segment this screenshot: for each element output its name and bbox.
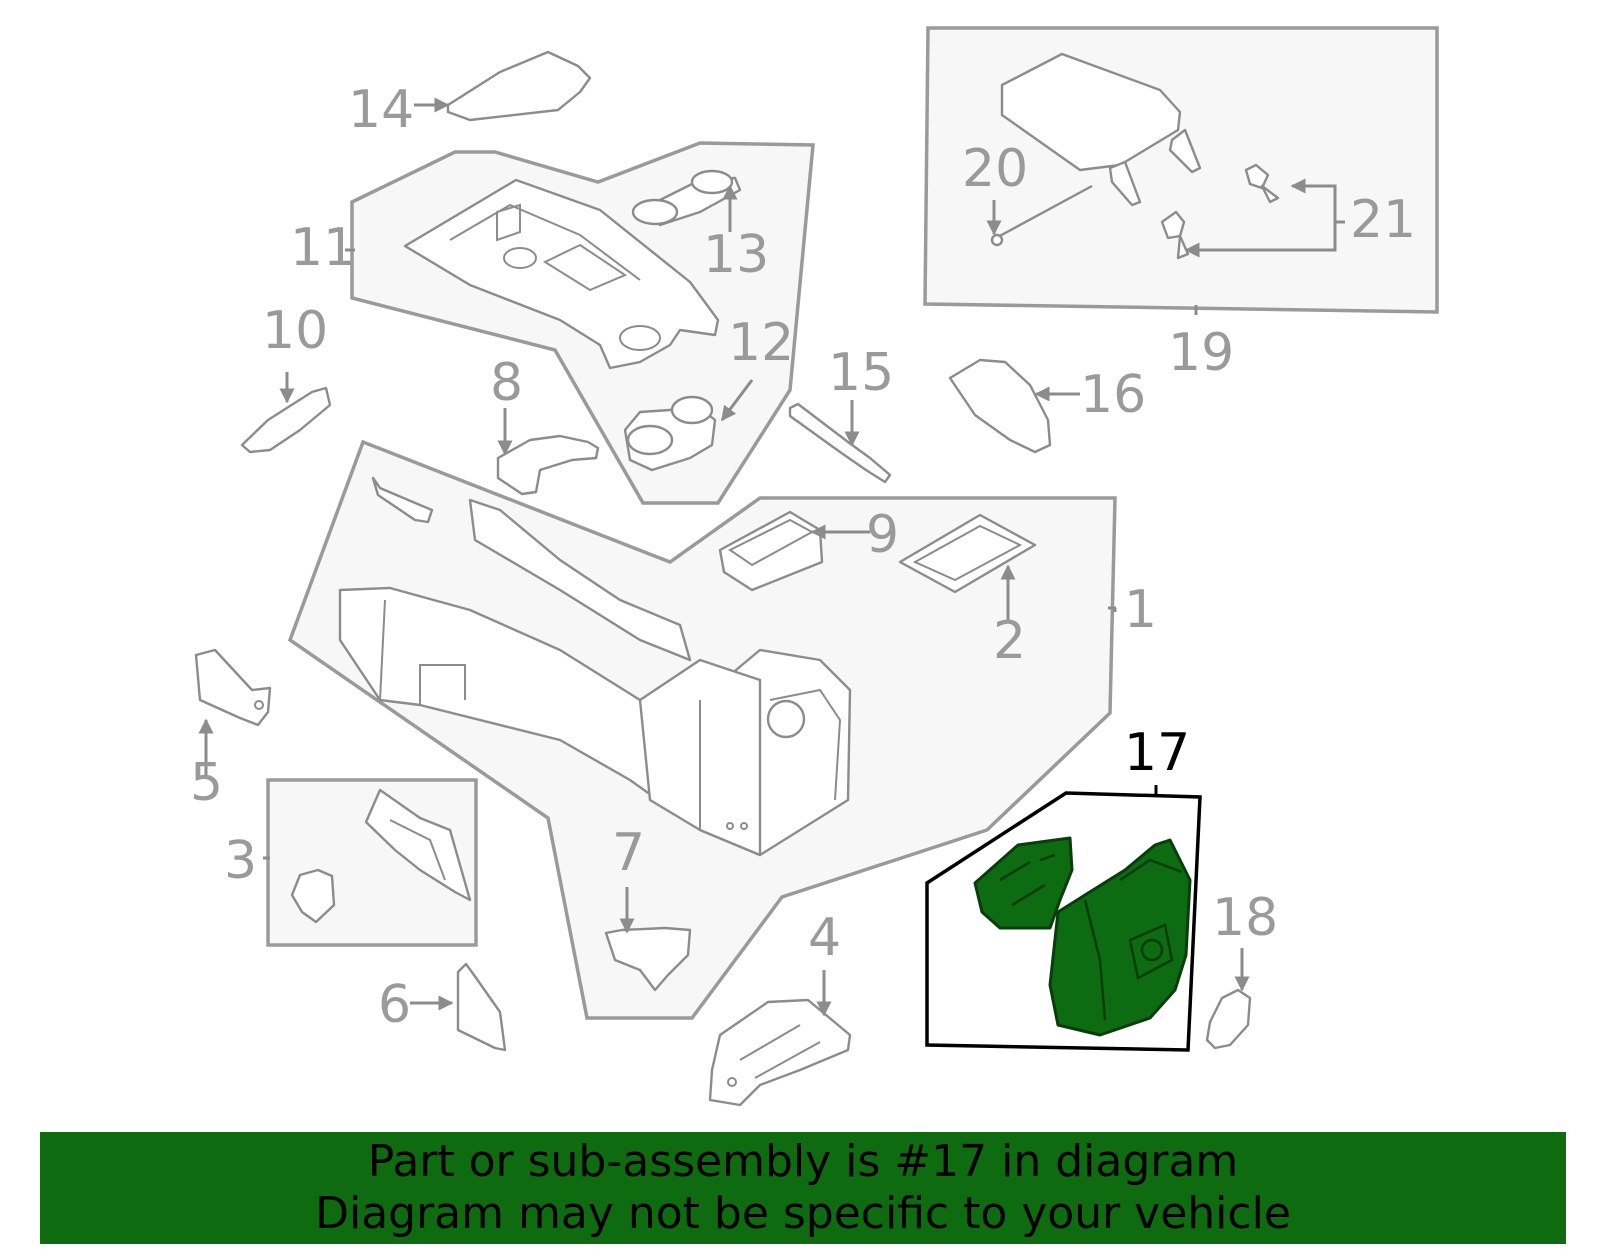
end-cap-part[interactable] — [194, 648, 272, 727]
info-banner: Part or sub-assembly is #17 in diagram D… — [40, 1132, 1566, 1244]
callout-3[interactable]: 3 — [224, 831, 257, 891]
retainer-clip-part[interactable] — [604, 926, 692, 992]
top-cover-part[interactable] — [446, 50, 592, 122]
console-body-part[interactable] — [338, 476, 852, 857]
console-pad-part[interactable] — [898, 513, 1037, 594]
callout-8[interactable]: 8 — [490, 353, 523, 413]
callout-labels: 1 2 3 4 5 6 7 8 9 10 11 12 13 14 15 16 1… — [190, 80, 1416, 1035]
cup-holder-part[interactable] — [623, 395, 717, 472]
callout-15[interactable]: 15 — [828, 343, 894, 403]
callout-1[interactable]: 1 — [1124, 580, 1157, 640]
callout-11[interactable]: 11 — [290, 218, 356, 278]
shifter-trim-part[interactable] — [403, 178, 720, 370]
mount-bracket-part[interactable] — [708, 998, 852, 1107]
side-panel-part[interactable] — [456, 962, 507, 1052]
callout-18[interactable]: 18 — [1212, 888, 1278, 948]
leader-lines — [198, 97, 1345, 1017]
small-clip-part[interactable] — [1205, 988, 1252, 1050]
callout-19[interactable]: 19 — [1168, 323, 1234, 383]
banner-line-1: Part or sub-assembly is #17 in diagram — [367, 1136, 1239, 1187]
harness-bracket-part[interactable] — [240, 386, 332, 454]
bracket-set-part[interactable] — [290, 788, 472, 924]
callout-21[interactable]: 21 — [1350, 190, 1416, 250]
support-bracket-part[interactable] — [496, 434, 600, 496]
callout-9[interactable]: 9 — [866, 505, 899, 565]
release-rod-part[interactable] — [788, 402, 892, 484]
callout-12[interactable]: 12 — [728, 313, 794, 373]
callout-20[interactable]: 20 — [962, 139, 1028, 199]
armrest-assembly-part[interactable] — [990, 52, 1280, 260]
banner-line-2: Diagram may not be specific to your vehi… — [315, 1188, 1291, 1239]
highlighted-assembly-part[interactable] — [973, 836, 1192, 1037]
callout-10[interactable]: 10 — [262, 301, 328, 361]
callout-4[interactable]: 4 — [808, 908, 841, 968]
rear-trim-part[interactable] — [948, 358, 1052, 454]
callout-14[interactable]: 14 — [348, 80, 414, 140]
callout-5[interactable]: 5 — [190, 753, 223, 813]
callout-7[interactable]: 7 — [612, 823, 645, 883]
callout-6[interactable]: 6 — [378, 975, 411, 1035]
callout-13[interactable]: 13 — [703, 225, 769, 285]
callout-17[interactable]: 17 — [1124, 723, 1190, 783]
callout-2[interactable]: 2 — [993, 611, 1026, 671]
cup-insert-part[interactable] — [631, 169, 742, 227]
callout-16[interactable]: 16 — [1080, 365, 1146, 425]
